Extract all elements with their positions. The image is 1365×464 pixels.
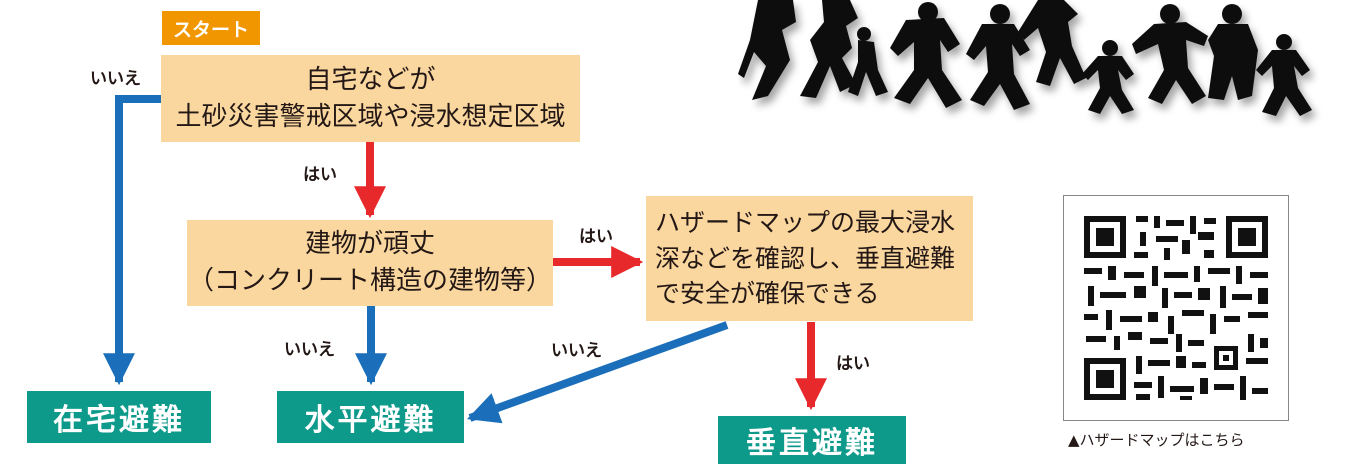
question-3-line-1: ハザードマップの最大浸水 — [655, 208, 956, 238]
running-people-illustration — [738, 0, 1312, 116]
arrow-q1-no — [103, 95, 161, 386]
question-2-box: 建物が頑丈 （コンクリート構造の建物等） — [187, 220, 553, 306]
question-3-line-3: で安全が確保できる — [655, 279, 880, 309]
q2-no-label: いいえ — [284, 340, 335, 360]
start-tag-label: スタート — [172, 18, 249, 41]
result-home-label: 在宅避難 — [53, 403, 185, 438]
question-3-line-2: 深などを確認し、垂直避難 — [655, 243, 956, 273]
result-home-evacuation: 在宅避難 — [27, 391, 211, 443]
q1-no-label: いいえ — [90, 69, 141, 89]
q1-yes-label: はい — [303, 165, 337, 185]
qr-code[interactable] — [1064, 196, 1288, 420]
result-horizontal-label: 水平避難 — [304, 403, 437, 438]
result-horizontal-evacuation: 水平避難 — [277, 391, 464, 443]
question-2-line-2: （コンクリート構造の建物等） — [187, 266, 552, 296]
result-vertical-evacuation: 垂直避難 — [718, 416, 906, 464]
question-1-line-2: 土砂災害警戒区域や浸水想定区域 — [175, 101, 566, 132]
question-1-box: 自宅などが 土砂災害警戒区域や浸水想定区域 — [161, 55, 580, 142]
start-tag: スタート — [162, 11, 260, 45]
question-1-line-1: 自宅などが — [305, 64, 436, 95]
qr-code-frame[interactable] — [1063, 195, 1289, 421]
result-vertical-label: 垂直避難 — [746, 426, 878, 461]
question-2-line-1: 建物が頑丈 — [304, 229, 435, 260]
question-3-box: ハザードマップの最大浸水 深などを確認し、垂直避難 で安全が確保できる — [646, 196, 973, 321]
q3-no-label: いいえ — [551, 341, 602, 361]
arrow-q3-no — [466, 321, 729, 424]
q2-yes-label: はい — [579, 227, 613, 247]
qr-caption: ▲ハザードマップはこちら — [1068, 431, 1245, 449]
q3-yes-label: はい — [836, 354, 870, 374]
